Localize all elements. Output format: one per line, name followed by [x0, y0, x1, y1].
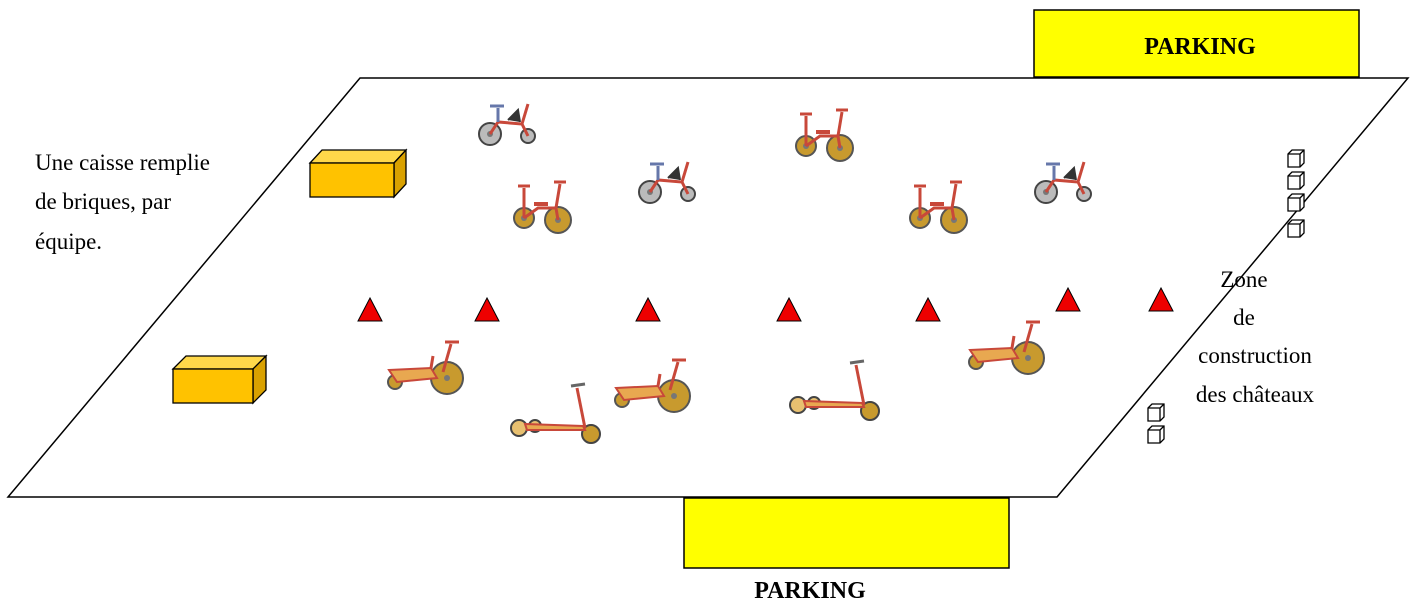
cone-icon — [474, 296, 500, 322]
brick-crate-bottom — [171, 354, 268, 405]
cone-icon — [1055, 286, 1081, 312]
cone-icon — [915, 296, 941, 322]
parking-area-top — [1033, 9, 1360, 78]
castle-zone-caption: Zone de construction des châteaux — [1196, 267, 1315, 407]
cone-icon — [357, 296, 383, 322]
cone-icon — [1148, 286, 1174, 312]
crate-caption-line-3: équipe. — [35, 229, 102, 254]
crate-caption: Une caisse remplie de briques, par équip… — [35, 150, 210, 254]
crate-caption-line-2: de briques, par — [35, 189, 171, 214]
zone-caption-line-4: des châteaux — [1196, 382, 1315, 407]
parking-top-label: PARKING — [1144, 34, 1256, 60]
crate-caption-line-1: Une caisse remplie — [35, 150, 210, 175]
brick-crate-top — [308, 148, 408, 199]
cones — [357, 286, 1174, 322]
zone-caption-line-3: construction — [1198, 343, 1312, 368]
playground-floor — [6, 77, 1410, 498]
parking-bottom-label: PARKING — [754, 578, 866, 604]
parking-area-bottom — [683, 497, 1010, 569]
zone-caption-line-1: Zone — [1220, 267, 1267, 292]
brick-stack-bottom — [1147, 403, 1165, 444]
zone-caption-line-2: de — [1233, 305, 1255, 330]
cone-icon — [635, 296, 661, 322]
cone-icon — [776, 296, 802, 322]
